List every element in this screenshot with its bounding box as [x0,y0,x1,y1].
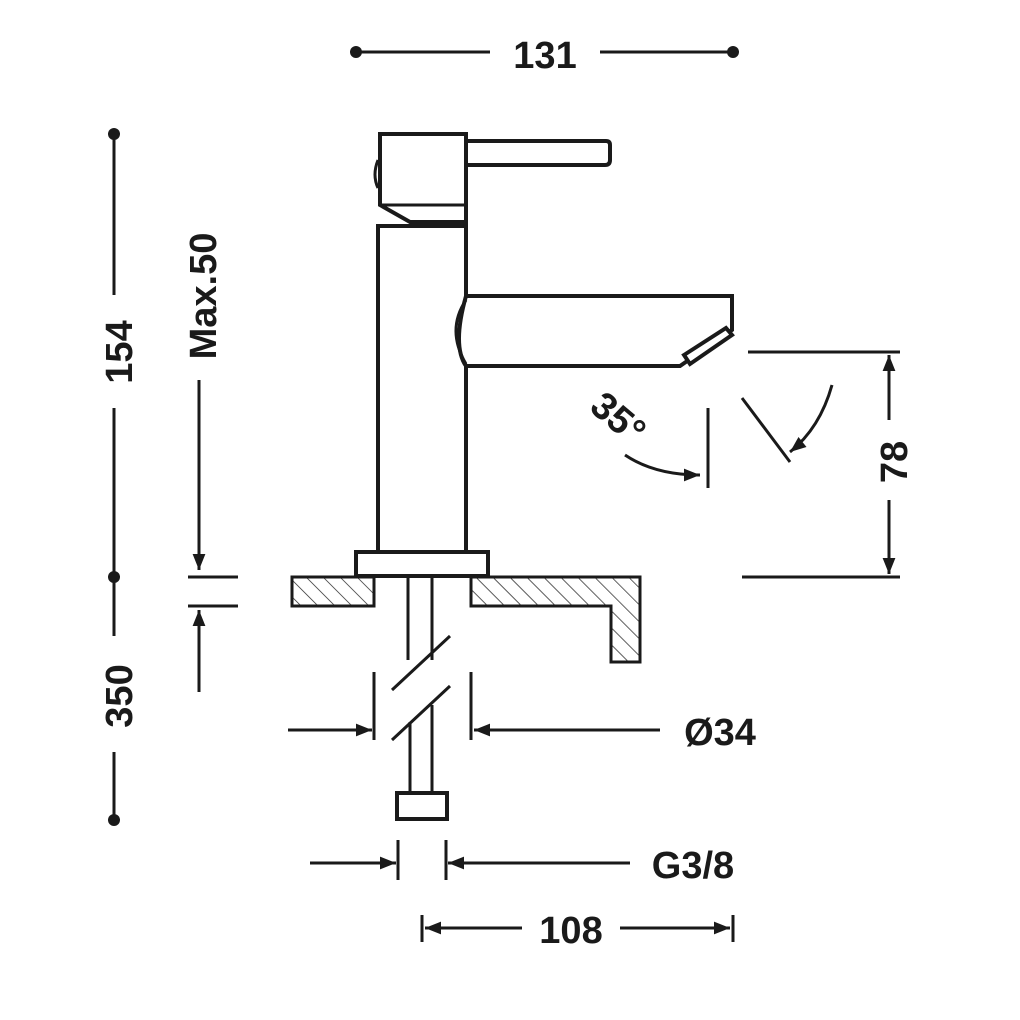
faucet-body [354,132,735,578]
dimension-connection-thread: G3/8 [310,840,734,887]
dimension-hole-diameter: Ø34 [288,672,756,754]
dimension-heights: 154 350 [99,128,141,826]
hose-length-label: 350 [99,664,141,727]
dimension-overall-width: 131 [350,35,739,77]
dimension-spout-height: 78 [742,350,916,579]
spout-reach-label: 108 [539,910,602,952]
faucet-column [376,224,468,554]
dimension-spout-reach: 108 [420,910,735,952]
max-deck-thickness-label: Max.50 [183,233,225,360]
overall-width-label: 131 [513,35,576,77]
lever-handle [464,139,612,167]
supply-hose [390,577,452,821]
connector-nut [395,791,449,821]
hole-diameter-label: Ø34 [684,712,756,754]
countertop-left [290,575,376,608]
spout-angle-label: 35° [582,384,653,453]
dimension-spout-angle: 35° [582,384,834,488]
base-flange [354,550,490,578]
countertop-right [469,575,642,664]
aerator [681,325,735,367]
countertop-section [290,575,642,664]
connection-thread-label: G3/8 [652,845,734,887]
handle-cap [378,132,468,224]
spout-height-label: 78 [874,441,916,483]
overall-height-label: 154 [99,320,141,383]
dimension-max-deck: Max.50 [183,233,238,692]
